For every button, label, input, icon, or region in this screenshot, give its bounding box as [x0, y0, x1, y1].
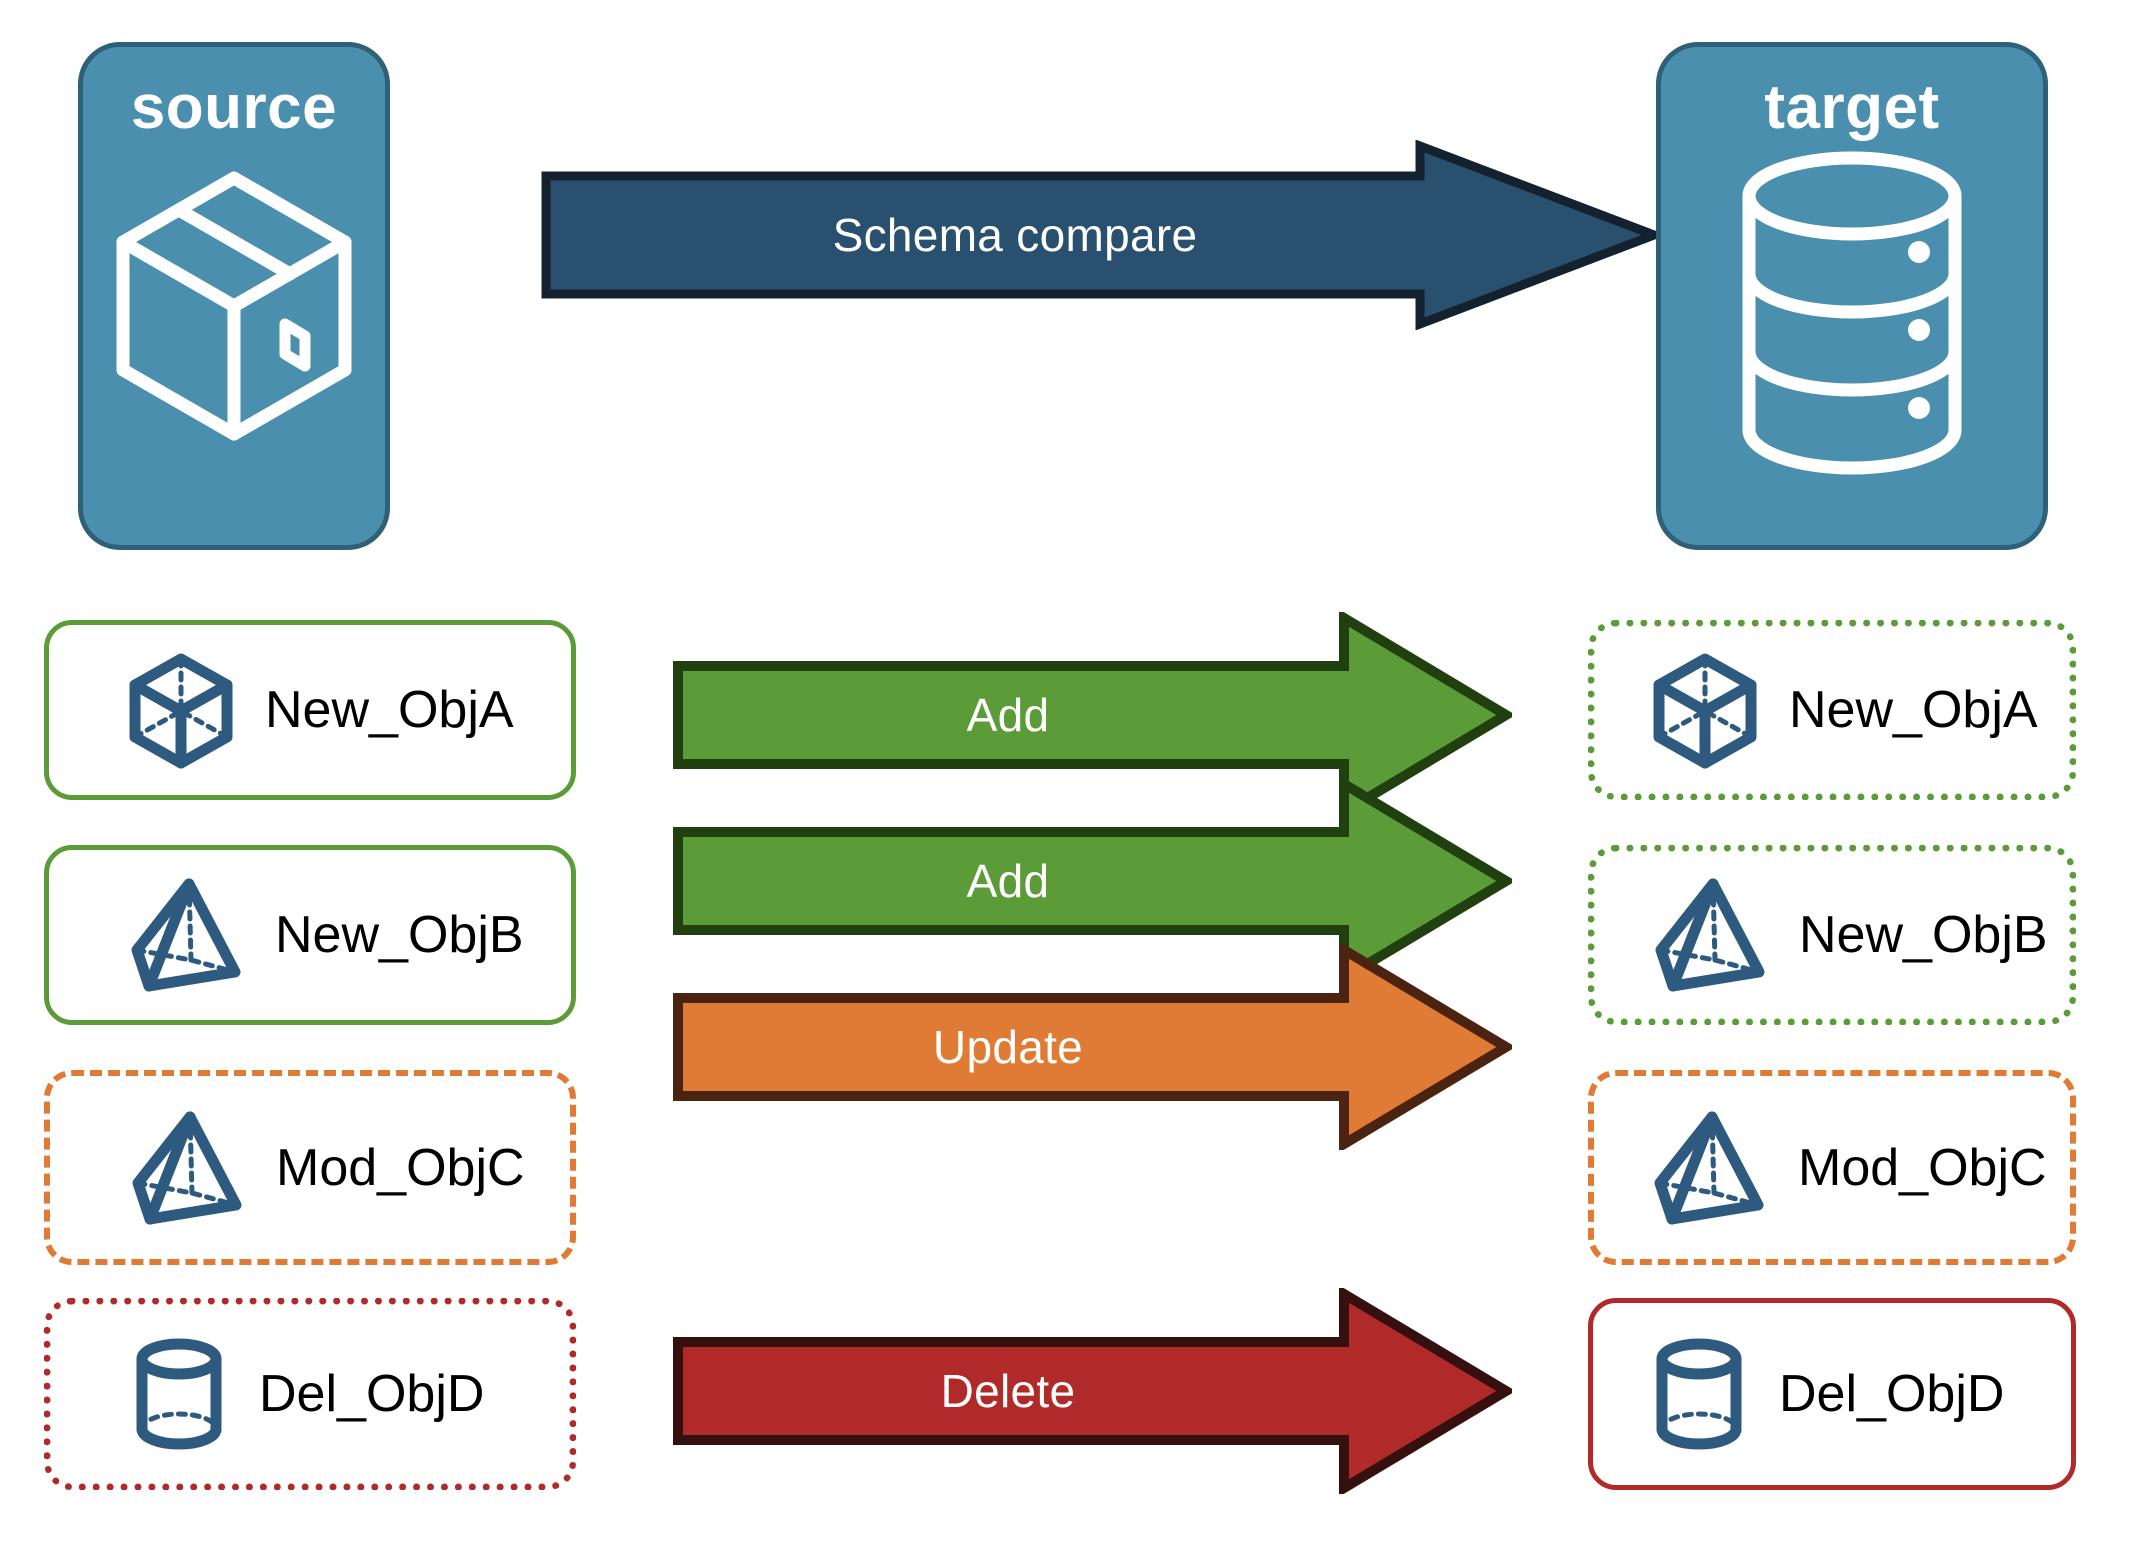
pyramid-wireframe-icon	[1651, 876, 1769, 994]
action-arrow-delete[interactable]: Delete	[672, 1288, 1512, 1494]
schema-compare-arrow[interactable]: Schema compare	[540, 140, 1660, 330]
endpoint-target-title: target	[1764, 73, 1940, 142]
endpoint-target[interactable]: target	[1656, 42, 2048, 550]
action-arrow-update[interactable]: Update	[672, 944, 1512, 1150]
source-object-box-3[interactable]: Mod_ObjC	[44, 1070, 576, 1265]
package-cube-icon	[109, 148, 359, 493]
target-object-box-3[interactable]: Mod_ObjC	[1588, 1070, 2076, 1265]
cube-wireframe-icon	[1651, 651, 1759, 769]
database-cylinder-icon	[1737, 148, 1967, 483]
source-object-label-4: Del_ObjD	[259, 1365, 485, 1423]
target-object-label-3: Mod_ObjC	[1798, 1138, 2047, 1197]
source-object-box-2[interactable]: New_ObjB	[44, 845, 576, 1025]
source-object-label-2: New_ObjB	[275, 906, 524, 964]
endpoint-source[interactable]: source	[78, 42, 390, 550]
pyramid-wireframe-icon	[127, 876, 245, 994]
endpoint-source-title: source	[130, 73, 338, 142]
target-object-box-4[interactable]: Del_ObjD	[1588, 1298, 2076, 1490]
pyramid-wireframe-icon	[128, 1109, 246, 1227]
source-object-label-3: Mod_ObjC	[276, 1138, 525, 1197]
target-object-box-2[interactable]: New_ObjB	[1588, 845, 2076, 1025]
cylinder-wireframe-icon	[1649, 1335, 1749, 1453]
target-object-label-2: New_ObjB	[1799, 906, 2048, 964]
source-object-box-1[interactable]: New_ObjA	[44, 620, 576, 800]
cube-wireframe-icon	[127, 651, 235, 769]
target-object-label-1: New_ObjA	[1789, 681, 2038, 739]
source-object-box-4[interactable]: Del_ObjD	[44, 1298, 576, 1490]
target-object-box-1[interactable]: New_ObjA	[1588, 620, 2076, 800]
cylinder-wireframe-icon	[129, 1335, 229, 1453]
pyramid-wireframe-icon	[1650, 1109, 1768, 1227]
source-object-label-1: New_ObjA	[265, 681, 514, 739]
target-object-label-4: Del_ObjD	[1779, 1365, 2005, 1423]
